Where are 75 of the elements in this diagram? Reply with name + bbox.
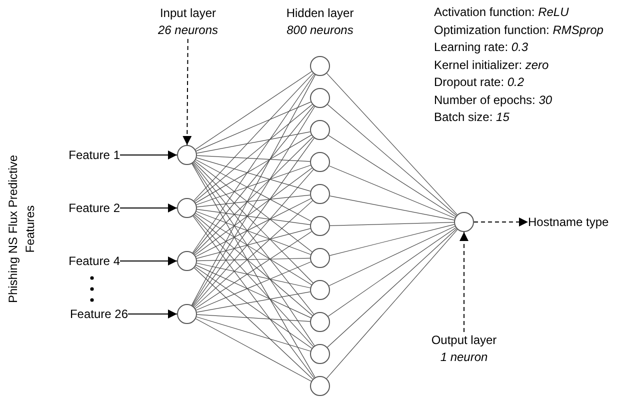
connection-line bbox=[196, 262, 312, 310]
connection-line bbox=[196, 228, 311, 259]
node-label: Input layer bbox=[160, 5, 216, 22]
connection-line bbox=[330, 196, 454, 220]
connection-line bbox=[329, 224, 455, 256]
connection-line bbox=[196, 318, 312, 382]
arrow bbox=[120, 256, 178, 266]
connection-line bbox=[195, 71, 312, 150]
connection-line bbox=[196, 159, 312, 222]
arrow bbox=[120, 150, 178, 160]
layer-label: Hidden layer bbox=[285, 5, 355, 22]
connection-line bbox=[192, 163, 316, 378]
parameter-text: Batch size: 15 bbox=[434, 109, 510, 126]
node-label: Hostname type bbox=[528, 214, 609, 230]
connection-line bbox=[192, 163, 315, 346]
arrow bbox=[120, 204, 178, 212]
connection-line bbox=[196, 291, 310, 313]
connection-line bbox=[327, 104, 457, 216]
connection-line bbox=[196, 164, 311, 206]
connection-line bbox=[194, 268, 314, 380]
arrow bbox=[128, 310, 178, 318]
parameter-text: Activation function: ReLU bbox=[434, 4, 570, 21]
connection-line bbox=[327, 228, 457, 348]
connection-line bbox=[195, 231, 312, 309]
connection-line bbox=[328, 166, 456, 218]
connection-line bbox=[192, 216, 314, 378]
connection-line bbox=[192, 74, 315, 254]
node-sublabel: 26 neurons bbox=[158, 22, 218, 39]
connection-line bbox=[196, 264, 312, 318]
connection-line bbox=[196, 258, 310, 262]
connection-line bbox=[328, 135, 456, 217]
parameter-text: Dropout rate: 0.2 bbox=[434, 74, 526, 91]
connection-line bbox=[196, 132, 310, 154]
node-label: Feature 26 bbox=[70, 306, 128, 322]
connection-line bbox=[194, 73, 314, 201]
connection-line bbox=[196, 155, 310, 162]
connection-line bbox=[196, 314, 310, 322]
parameter-text: Number of epochs: 30 bbox=[434, 92, 554, 108]
node-label: Feature 1 bbox=[68, 146, 120, 164]
node-label: Feature 4 bbox=[68, 252, 120, 270]
connection-line bbox=[193, 215, 314, 347]
connection-line bbox=[196, 316, 311, 352]
parameter-text: Kernel initializer: zero bbox=[434, 56, 550, 74]
connection-line bbox=[196, 211, 311, 255]
layer-label: 800 neurons bbox=[286, 22, 354, 39]
parameter-text: Learning rate: 0.3 bbox=[434, 39, 530, 56]
connection-line bbox=[194, 266, 312, 349]
connection-line bbox=[328, 226, 456, 286]
connection-line bbox=[195, 134, 312, 204]
connection-line bbox=[196, 158, 311, 192]
arrow bbox=[460, 232, 468, 332]
arrow bbox=[474, 218, 528, 226]
parameter-text: Optimization function: RMSprop bbox=[434, 22, 604, 38]
axis-title: Phishing NS Flux Predictive Features bbox=[5, 154, 38, 306]
connection-line bbox=[328, 227, 456, 317]
connection-line bbox=[326, 229, 458, 379]
connection-line bbox=[330, 222, 454, 226]
connection-line bbox=[194, 104, 313, 202]
connection-line bbox=[196, 198, 312, 257]
connection-line bbox=[194, 200, 313, 308]
connection-line bbox=[196, 262, 311, 288]
connection-line bbox=[196, 102, 312, 152]
connection-line bbox=[194, 162, 314, 284]
connection-line bbox=[326, 73, 458, 215]
node-label: Output layer bbox=[431, 332, 497, 349]
connection-line bbox=[194, 214, 313, 316]
connection-line bbox=[196, 194, 310, 208]
node-sublabel: 1 neuron bbox=[440, 349, 488, 366]
arrow bbox=[182, 38, 192, 146]
connection-line bbox=[192, 138, 314, 306]
connection-line bbox=[196, 209, 310, 225]
connection-line bbox=[195, 212, 312, 286]
connection-line bbox=[193, 105, 314, 254]
connection-line bbox=[194, 136, 314, 254]
node-label: Feature 2 bbox=[68, 200, 120, 216]
